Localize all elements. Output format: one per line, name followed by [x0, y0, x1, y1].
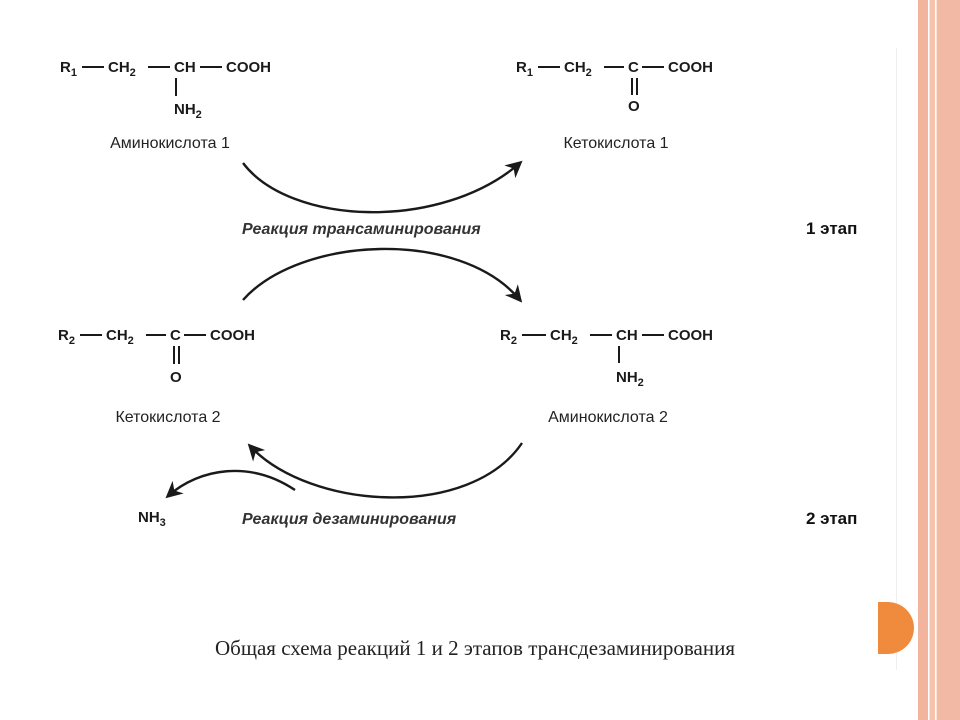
decorative-stripe-line	[936, 0, 937, 720]
svg-text:R2: R2	[58, 327, 75, 347]
svg-text:O: O	[628, 98, 640, 115]
svg-text:R1: R1	[516, 59, 533, 79]
keto-acid-2-label: Кетокислота 2	[115, 409, 220, 426]
svg-text:COOH: COOH	[668, 327, 713, 344]
svg-text:COOH: COOH	[210, 327, 255, 344]
amino-acid-2-formula: R2 CH2 CH COOH NH2	[500, 327, 713, 389]
decorative-stripe-line	[929, 0, 930, 720]
transamination-reaction-label: Реакция трансаминирования	[242, 221, 481, 238]
svg-text:CH: CH	[616, 327, 638, 344]
svg-text:R2: R2	[500, 327, 517, 347]
svg-text:NH2: NH2	[616, 369, 644, 389]
svg-text:CH2: CH2	[564, 59, 592, 79]
transamination-upper-arrow	[242, 160, 523, 214]
decorative-stripe	[930, 0, 935, 720]
ammonia-formula: NH3	[138, 509, 166, 529]
diagram-caption: Общая схема реакций 1 и 2 этапов трансде…	[214, 636, 736, 660]
frame-edge	[896, 48, 897, 670]
svg-text:COOH: COOH	[226, 59, 271, 76]
amino-acid-2-label: Аминокислота 2	[548, 409, 668, 426]
decorative-stripe	[937, 0, 960, 720]
svg-text:CH2: CH2	[106, 327, 134, 347]
amino-acid-1-label: Аминокислота 1	[110, 135, 230, 152]
transamination-lower-arrow	[242, 247, 523, 303]
stage-1-label: 1 этап	[806, 219, 857, 238]
deamination-reaction-label: Реакция дезаминирования	[242, 511, 457, 528]
stage-2-label: 2 этап	[806, 509, 857, 528]
ammonia-release-arrow	[165, 469, 296, 499]
svg-text:O: O	[170, 369, 182, 386]
svg-text:NH2: NH2	[174, 101, 202, 121]
svg-text:COOH: COOH	[668, 59, 713, 76]
keto-acid-1-formula: R1 CH2 C COOH O	[516, 59, 713, 115]
svg-text:CH2: CH2	[108, 59, 136, 79]
deamination-main-arrow	[247, 442, 523, 499]
svg-text:CH: CH	[174, 59, 196, 76]
keto-acid-2-formula: R2 CH2 C COOH O	[58, 327, 255, 386]
amino-acid-1-formula: R1 CH2 CH COOH NH2	[60, 59, 271, 121]
svg-text:CH2: CH2	[550, 327, 578, 347]
decorative-stripe	[918, 0, 928, 720]
svg-text:C: C	[170, 327, 181, 344]
svg-text:C: C	[628, 59, 639, 76]
svg-text:R1: R1	[60, 59, 77, 79]
keto-acid-1-label: Кетокислота 1	[563, 135, 668, 152]
